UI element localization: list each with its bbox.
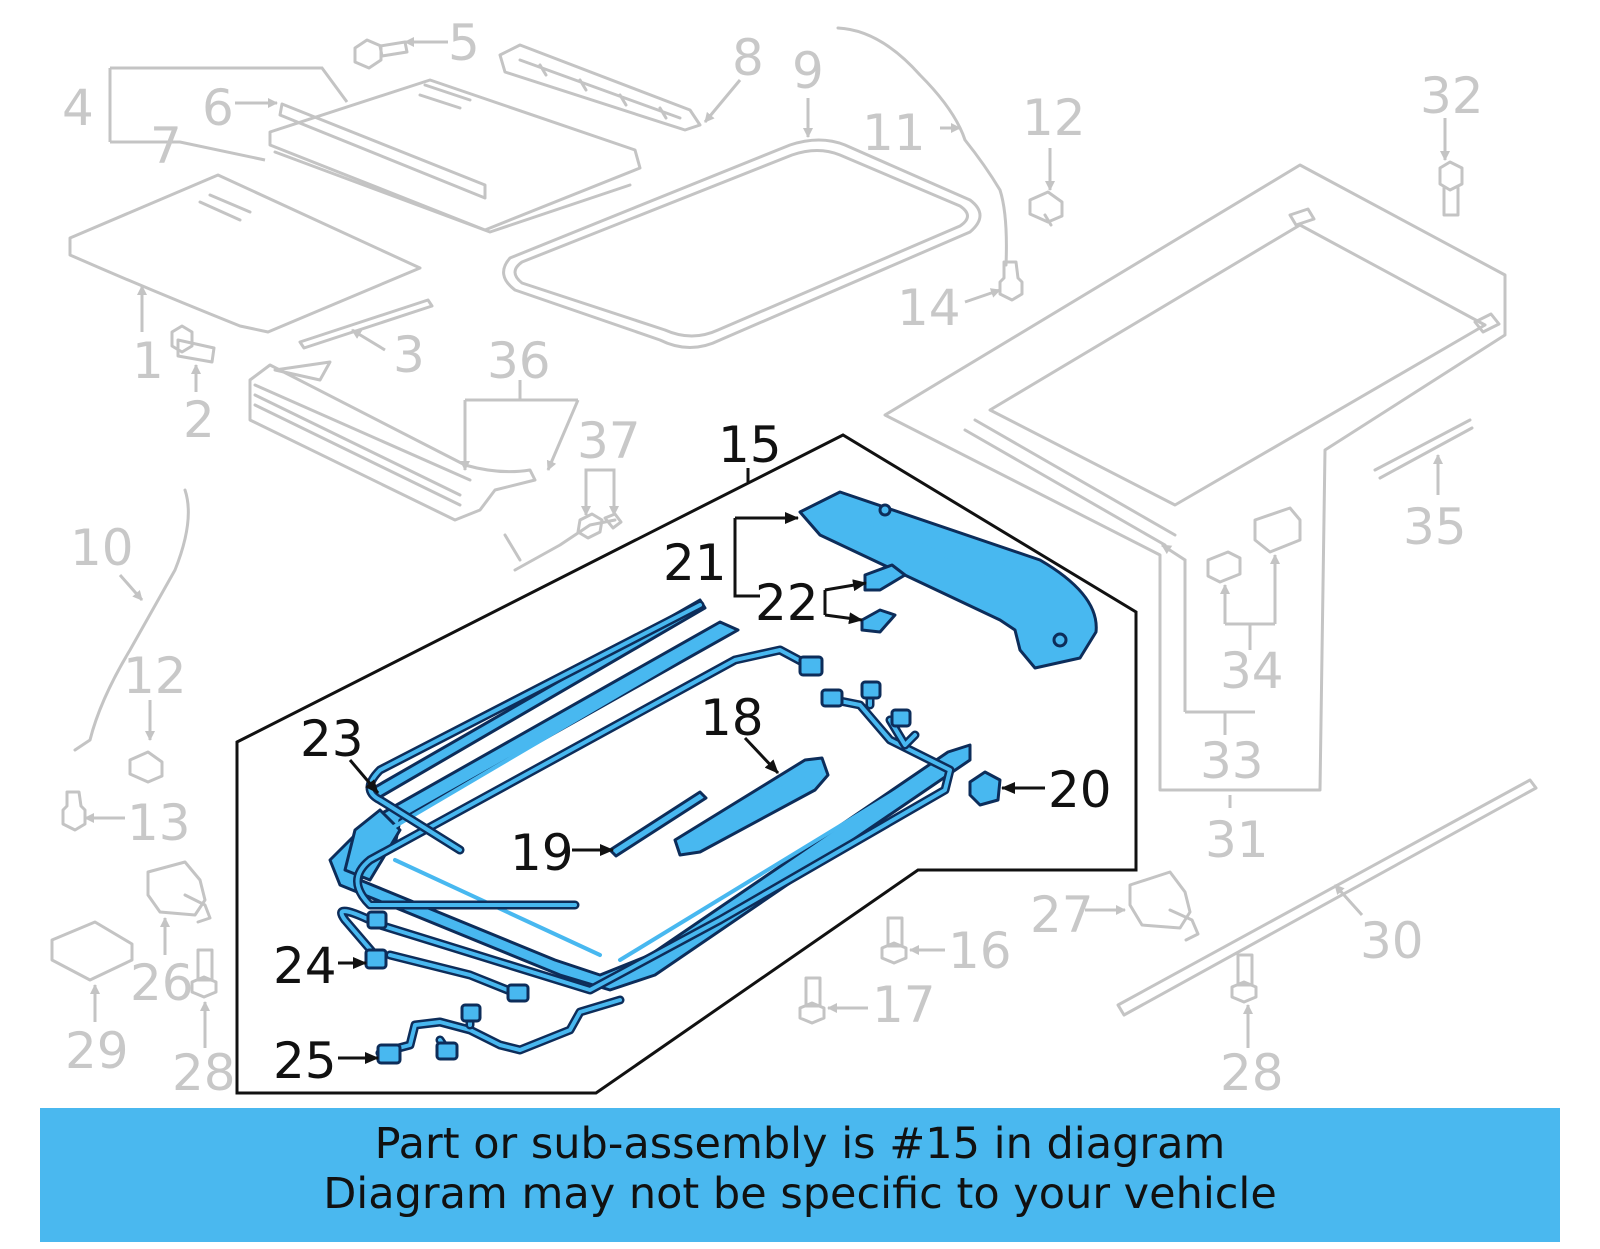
fitting-14: [998, 260, 1024, 302]
fitting-13: [61, 790, 87, 832]
clip-20: [968, 770, 1002, 807]
label-12-top: 12: [1022, 89, 1086, 147]
glass-panel-4: [268, 78, 642, 232]
label-37: 37: [577, 412, 641, 470]
label-16: 16: [948, 922, 1012, 980]
rod-35: [1373, 418, 1474, 480]
label-24: 24: [273, 937, 337, 995]
motor-26: [146, 860, 212, 924]
label-35: 35: [1403, 498, 1467, 556]
glass-panel-1: [68, 173, 422, 334]
banner-line-1: Part or sub-assembly is #15 in diagram: [374, 1119, 1226, 1169]
connector-e: [366, 910, 388, 930]
label-23: 23: [300, 710, 364, 768]
label-11: 11: [862, 104, 926, 162]
label-5: 5: [448, 14, 480, 72]
label-27: 27: [1030, 886, 1094, 944]
strip-3: [298, 298, 434, 350]
label-28-right: 28: [1220, 1044, 1284, 1102]
label-30: 30: [1360, 912, 1424, 970]
sunroof-assembly-15: [328, 490, 1098, 1065]
label-33: 33: [1200, 732, 1264, 790]
info-banner: Part or sub-assembly is #15 in diagram D…: [40, 1108, 1560, 1242]
drain-tube-10: [73, 488, 190, 752]
label-20: 20: [1048, 761, 1112, 819]
label-3: 3: [393, 326, 425, 384]
clip-12-left: [128, 750, 164, 784]
label-17: 17: [872, 976, 936, 1034]
label-31: 31: [1205, 811, 1269, 869]
label-18: 18: [700, 689, 764, 747]
motor-27: [1128, 870, 1200, 942]
connector-b: [820, 688, 844, 708]
label-25: 25: [273, 1032, 337, 1090]
bolt-28-right: [1230, 953, 1258, 1004]
label-2: 2: [183, 391, 215, 449]
connector-c: [860, 680, 882, 700]
rail-19: [608, 790, 708, 858]
background-parts: [50, 26, 1538, 1025]
bracket-34b: [1253, 506, 1302, 554]
label-21: 21: [663, 534, 727, 592]
rail-30: [1116, 778, 1538, 1017]
label-9: 9: [792, 42, 824, 100]
dark-leaders: [338, 468, 1045, 1064]
bolt-28-left: [190, 948, 218, 999]
connector-d: [890, 708, 912, 728]
connector-g: [435, 1041, 459, 1061]
bracket-34a: [1206, 550, 1242, 584]
label-19: 19: [510, 824, 574, 882]
label-4: 4: [62, 79, 94, 137]
label-29: 29: [65, 1022, 129, 1080]
clip-12-top: [1028, 190, 1064, 227]
frame-31: [883, 163, 1507, 792]
bolt-2: [170, 324, 216, 364]
bolt-17: [798, 976, 826, 1025]
connector-24: [364, 948, 388, 970]
seal-ring-9: [502, 138, 982, 349]
label-10: 10: [70, 519, 134, 577]
rear-housing-21: [798, 490, 1098, 670]
label-8: 8: [732, 29, 764, 87]
drain-tube-11: [836, 26, 1008, 267]
label-22: 22: [755, 574, 819, 632]
label-15: 15: [718, 416, 782, 474]
label-13: 13: [127, 794, 191, 852]
label-32: 32: [1420, 67, 1484, 125]
module-29: [50, 920, 134, 982]
label-26: 26: [130, 954, 194, 1012]
label-34: 34: [1220, 642, 1284, 700]
connector-a: [798, 655, 824, 677]
grey-labels: 1 2 3 4 5 6 7 8 9 10 11 12 12 13 14 16 1…: [62, 14, 1484, 1102]
deflector-8: [498, 43, 702, 132]
label-36: 36: [487, 332, 551, 390]
label-12-left: 12: [123, 647, 187, 705]
label-14: 14: [897, 279, 961, 337]
connector-h: [460, 1003, 482, 1023]
bolt-32: [1438, 160, 1464, 217]
label-1: 1: [132, 332, 164, 390]
bolt-16: [880, 916, 908, 965]
bolt-5: [353, 38, 409, 70]
dark-labels: 15 18 19 20 21 22 23 24 25: [273, 416, 1112, 1090]
label-6: 6: [202, 79, 234, 137]
connector-f: [506, 983, 530, 1003]
grey-leaders: [84, 37, 1450, 1048]
label-28-left: 28: [172, 1044, 236, 1102]
connector-25: [376, 1043, 402, 1065]
banner-line-2: Diagram may not be specific to your vehi…: [323, 1169, 1277, 1219]
clip-22b: [860, 608, 897, 634]
label-7: 7: [150, 117, 182, 175]
